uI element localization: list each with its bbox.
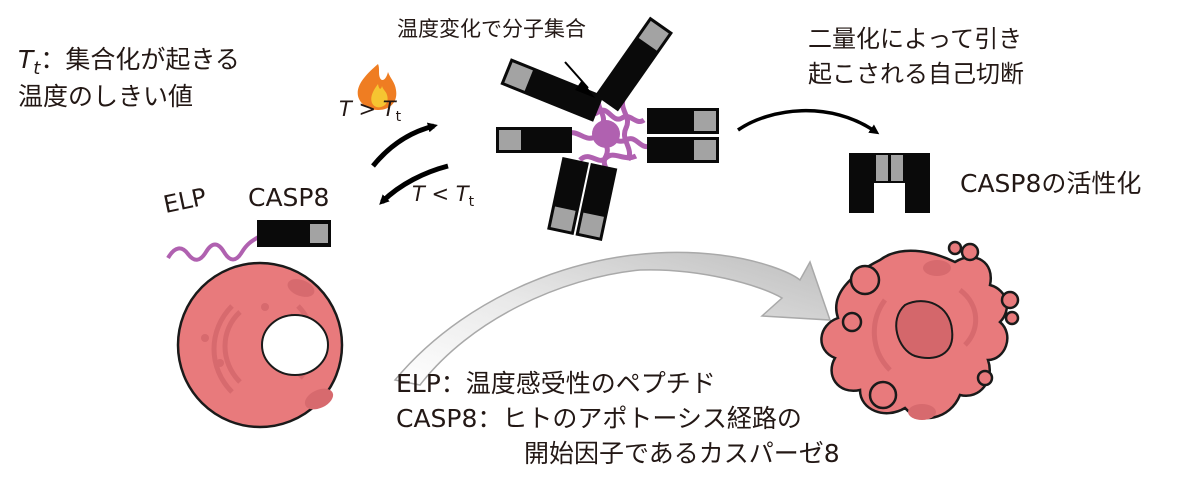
heating-var: T bbox=[339, 97, 352, 121]
heating-arrow bbox=[371, 122, 438, 168]
definition-line2: 温度のしきい値 bbox=[18, 81, 194, 111]
casp8-monomer bbox=[257, 220, 331, 247]
dimerization-line1: 二量化によって引き bbox=[808, 25, 1023, 53]
cooling-condition: T < Tt bbox=[412, 181, 474, 212]
aggregation-pointer-head bbox=[575, 80, 595, 98]
flame-icon bbox=[357, 64, 397, 110]
definition-separator: ： bbox=[40, 45, 66, 74]
heating-op: > bbox=[351, 97, 383, 121]
definition-line1: 集合化が起きる bbox=[65, 45, 240, 74]
big-curved-arrow bbox=[393, 251, 832, 386]
heating-thr: T bbox=[382, 97, 396, 121]
apoptotic-cell bbox=[820, 240, 1020, 420]
threshold-symbol: T bbox=[18, 45, 34, 74]
self-cleavage-arrow bbox=[737, 108, 880, 135]
cooling-arrow bbox=[379, 163, 449, 205]
casp8-aggregate-units bbox=[496, 16, 719, 242]
dimerization-label: 二量化によって引き 起こされる自己切断 bbox=[808, 22, 1024, 92]
legend-elp: ELP：温度感受性のペプチド bbox=[396, 369, 716, 398]
legend-casp8-line2: 開始因子であるカスパーゼ8 bbox=[524, 439, 840, 468]
casp8-active-dimer bbox=[849, 153, 930, 213]
heating-condition: T > Tt bbox=[339, 96, 401, 127]
cooling-sub: t bbox=[468, 194, 475, 211]
heating-sub: t bbox=[395, 109, 402, 126]
cooling-var: T bbox=[412, 182, 425, 206]
threshold-definition: Tt：集合化が起きる 温度のしきい値 bbox=[18, 44, 240, 112]
healthy-cell bbox=[176, 261, 344, 429]
aggregation-label: 温度変化で分子集合 bbox=[397, 17, 586, 41]
cooling-thr: T bbox=[455, 182, 469, 206]
elp-chain bbox=[166, 234, 262, 262]
casp8-label: CASP8 bbox=[248, 183, 330, 212]
dimerization-line2: 起こされる自己切断 bbox=[808, 59, 1024, 88]
activation-label: CASP8の活性化 bbox=[960, 169, 1142, 198]
legend: ELP：温度感受性のペプチド CASP8：ヒトのアポトーシス経路の 開始因子であ… bbox=[396, 366, 840, 471]
cooling-op: < bbox=[424, 182, 456, 206]
legend-casp8-line1: CASP8：ヒトのアポトーシス経路の bbox=[396, 404, 802, 433]
threshold-subscript: t bbox=[33, 58, 41, 79]
